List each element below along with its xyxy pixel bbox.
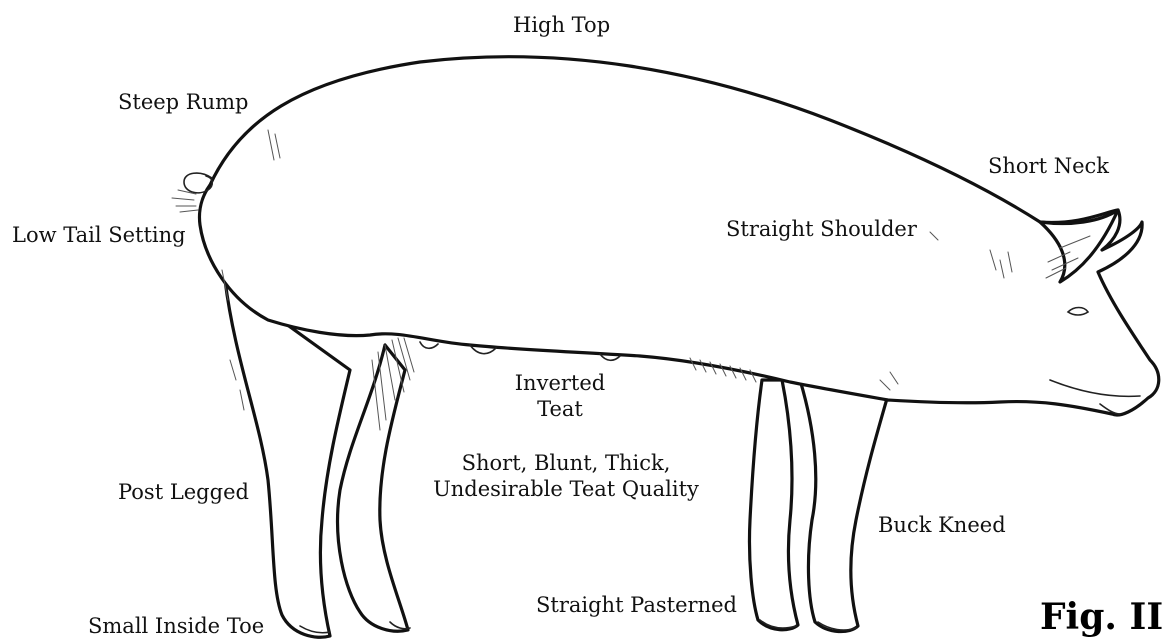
fore-leg-near [800,380,888,632]
label-straight-shoulder: Straight Shoulder [726,216,917,242]
label-inverted-teat: Inverted Teat [510,370,610,423]
label-buck-kneed: Buck Kneed [878,512,1006,538]
label-teat-quality: Short, Blunt, Thick, Undesirable Teat Qu… [430,450,702,503]
fore-leg-far [749,380,798,630]
hind-leg-far [338,345,408,631]
label-post-legged: Post Legged [118,479,249,505]
figure-label: Fig. II [1040,596,1163,638]
label-teat-quality-line1: Short, Blunt, Thick, [430,450,702,476]
label-straight-pasterned: Straight Pasterned [536,592,737,618]
label-inverted-teat-line1: Inverted [510,370,610,396]
pig-body [199,57,1158,415]
label-high-top: High Top [513,12,610,38]
label-inverted-teat-line2: Teat [510,396,610,422]
tail-curl [184,173,212,193]
label-short-neck: Short Neck [988,153,1109,179]
label-small-inside-toe: Small Inside Toe [88,613,264,639]
label-low-tail-setting: Low Tail Setting [12,222,186,248]
label-steep-rump: Steep Rump [118,89,249,115]
tail-hair [172,190,198,212]
label-teat-quality-line2: Undesirable Teat Quality [430,476,702,502]
